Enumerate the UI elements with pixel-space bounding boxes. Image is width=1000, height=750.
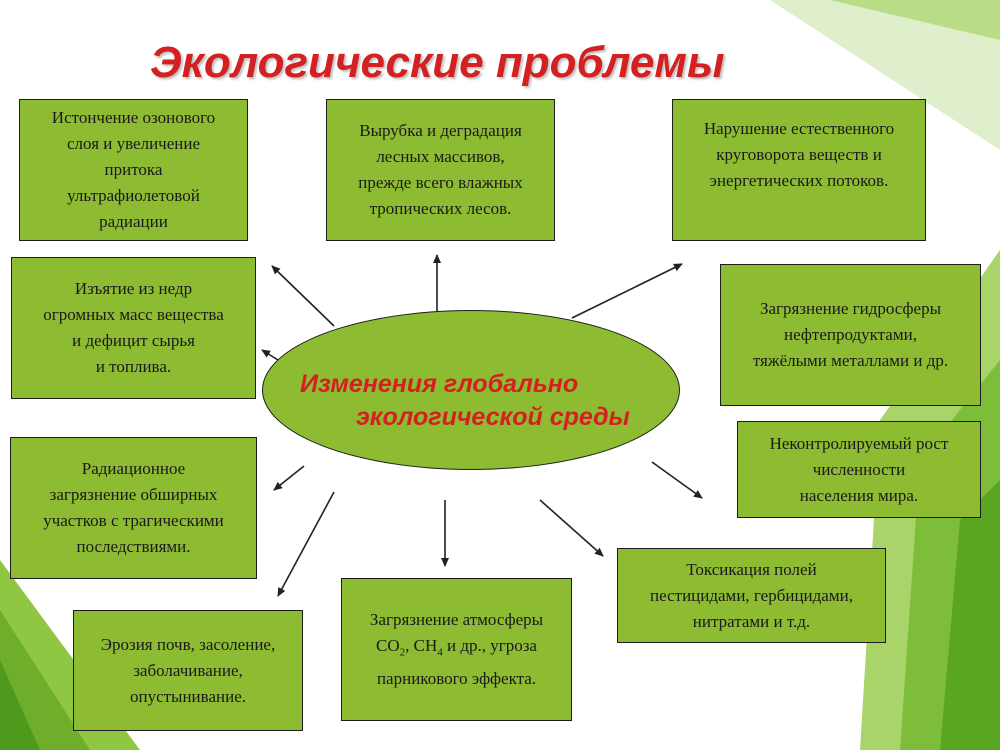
box-atmosphere: Загрязнение атмосферы CO2, CH4 и др., уг… [341, 578, 572, 721]
central-topic-line2: экологической среды [356, 403, 630, 431]
atmosphere-ch: , CH [405, 636, 438, 656]
central-ellipse [262, 310, 680, 470]
atmosphere-rest: и др., угроза [442, 636, 537, 656]
atmosphere-ch-sub: 4 [437, 646, 443, 659]
box-ozone: Истончение озонового слоя и увеличение п… [19, 99, 248, 241]
box-radiation: Радиационное загрязнение обширных участк… [10, 437, 257, 579]
atmosphere-line1: Загрязнение атмосферы [369, 610, 544, 630]
box-cycle-text: Нарушение естественного круговорота веще… [703, 119, 895, 190]
box-cycle: Нарушение естественного круговорота веще… [672, 99, 926, 241]
box-population: Неконтролируемый рост численности населе… [737, 421, 981, 518]
box-resources: Изъятие из недр огромных масс вещества и… [11, 257, 256, 399]
box-toxic: Токсикация полей пестицидами, гербицидам… [617, 548, 886, 643]
box-ozone-text: Истончение озонового слоя и увеличение п… [51, 108, 216, 231]
box-toxic-text: Токсикация полей пестицидами, гербицидам… [650, 559, 853, 631]
box-hydro-text: Загрязнение гидросферы нефтепродуктами, … [752, 299, 949, 370]
atmosphere-line2: CO2, CH4 и др., угроза [370, 633, 543, 665]
box-atmosphere-text: Загрязнение атмосферы CO2, CH4 и др., уг… [370, 607, 543, 691]
box-forest: Вырубка и деградация лесных массивов, пр… [326, 99, 555, 241]
box-radiation-text: Радиационное загрязнение обширных участк… [43, 459, 224, 556]
box-soil-text: Эрозия почв, засоление, заболачивание, о… [100, 634, 276, 706]
atmosphere-line3: парникового эффекта. [376, 668, 537, 688]
atmosphere-co-sub: 2 [399, 646, 406, 659]
box-forest-text: Вырубка и деградация лесных массивов, пр… [358, 121, 523, 218]
atmosphere-co: CO [376, 636, 400, 656]
central-topic-line1: Изменения глобально [300, 370, 579, 398]
central-topic: Изменения глобально экологической среды [300, 368, 750, 434]
box-soil: Эрозия почв, засоление, заболачивание, о… [73, 610, 303, 731]
page-title: Экологические проблемы [150, 38, 725, 87]
box-population-text: Неконтролируемый рост численности населе… [769, 433, 949, 505]
box-hydro: Загрязнение гидросферы нефтепродуктами, … [720, 264, 981, 406]
box-resources-text: Изъятие из недр огромных масс вещества и… [43, 279, 224, 376]
